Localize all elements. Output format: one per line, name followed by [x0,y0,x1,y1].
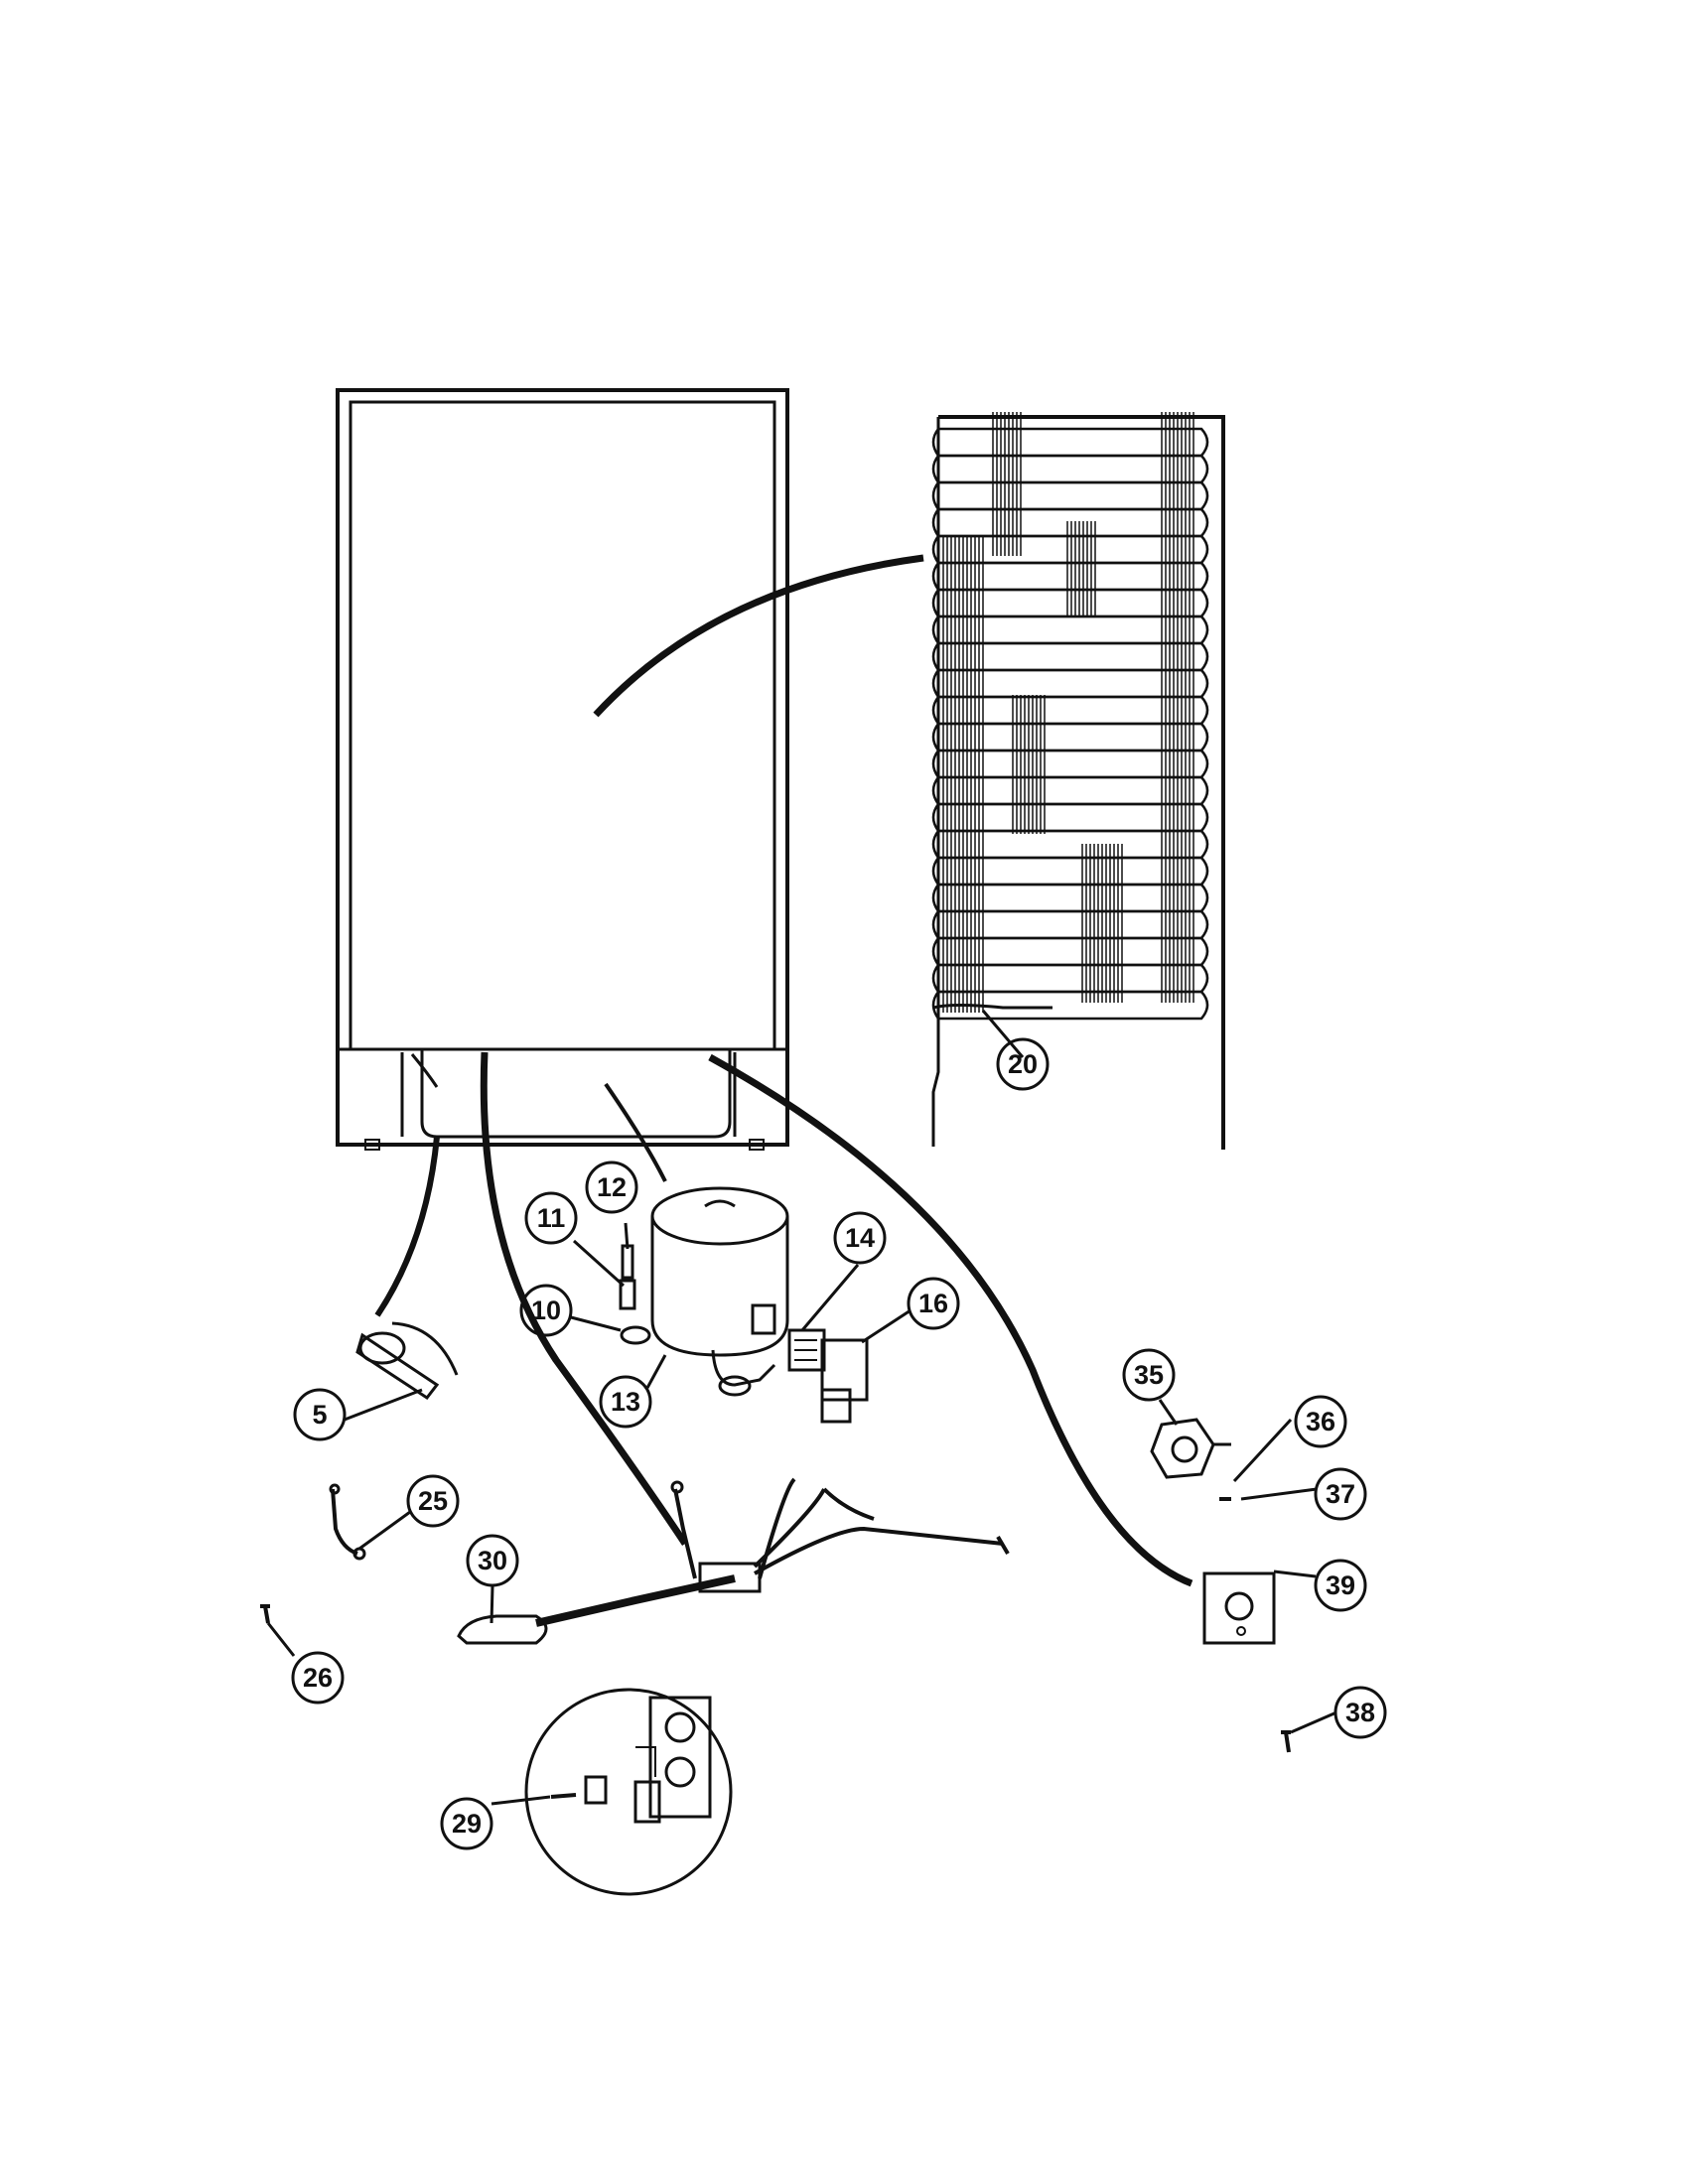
callout-38: 38 [1333,1686,1387,1739]
callout-29-label: 29 [452,1809,482,1839]
callout-25-label: 25 [418,1486,448,1516]
callout-30: 30 [466,1534,519,1587]
callout-35-label: 35 [1134,1360,1164,1390]
tubing-drawing [374,554,1193,1587]
condenser-drawing [931,412,1225,1150]
part-5-drawing [355,1321,459,1401]
callout-14-label: 14 [845,1223,875,1253]
callout-38-label: 38 [1345,1698,1375,1727]
callout-11: 11 [524,1191,578,1245]
leader-lines [266,1010,1337,1806]
callout-20-label: 20 [1008,1049,1038,1079]
callout-36-label: 36 [1306,1407,1335,1436]
part-25-26-drawing [260,1483,366,1624]
callout-39: 39 [1314,1559,1367,1612]
thermostat-drawing [1150,1418,1291,1753]
callout-5-label: 5 [312,1400,327,1430]
callout-10: 10 [519,1284,573,1337]
callout-12: 12 [585,1160,638,1214]
callout-16-label: 16 [918,1289,948,1318]
callout-13-label: 13 [611,1387,640,1417]
callout-11-label: 11 [537,1203,566,1233]
callout-30-label: 30 [478,1546,507,1575]
callout-26: 26 [291,1651,345,1705]
callout-39-label: 39 [1326,1570,1355,1600]
coil-row [931,990,1209,1021]
callout-26-label: 26 [303,1663,333,1693]
detail-circle-drawing [524,1688,733,1896]
callout-29: 29 [440,1797,493,1850]
wire-harness-drawing [457,1477,1010,1645]
callout-14: 14 [833,1211,887,1265]
callout-10-label: 10 [531,1296,561,1325]
callout-37-label: 37 [1326,1479,1355,1509]
callout-12-label: 12 [597,1172,627,1202]
compressor-drawing [619,1186,869,1424]
callout-20: 20 [996,1037,1050,1091]
callout-35: 35 [1122,1348,1176,1402]
callout-36: 36 [1294,1395,1347,1448]
cabinet-drawing [336,388,789,1151]
callout-13: 13 [599,1375,652,1429]
callout-5: 5 [293,1388,347,1441]
callout-16: 16 [907,1277,960,1330]
callout-25: 25 [406,1474,460,1528]
callout-37: 37 [1314,1467,1367,1521]
